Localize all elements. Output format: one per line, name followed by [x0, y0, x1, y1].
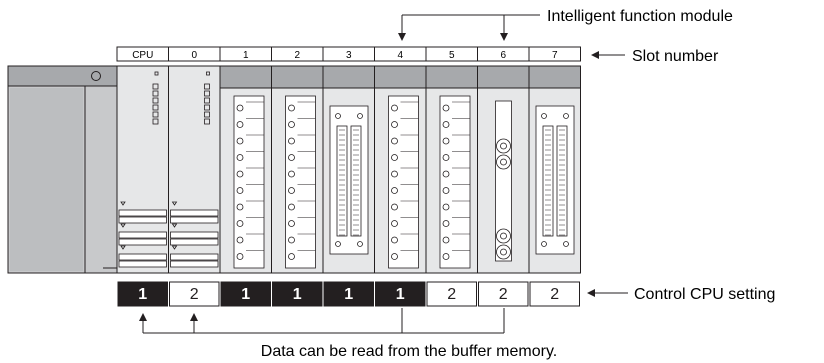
power-led-icon — [91, 71, 101, 81]
led-icon — [152, 104, 159, 111]
slot-header-cell: 5 — [425, 46, 478, 62]
control-cpu-value: 2 — [499, 286, 508, 303]
control-cpu-setting-callout: Control CPU setting — [587, 286, 775, 303]
network-port-icon — [495, 100, 512, 262]
led-icon — [204, 111, 210, 118]
slot-header-cell: 2 — [271, 46, 324, 62]
slot-label: CPU — [132, 50, 153, 61]
slot-label: 0 — [191, 50, 197, 61]
control-cpu-cell: 2 — [169, 281, 220, 307]
slot-label: 5 — [449, 50, 455, 61]
terminal-block-icon — [439, 95, 471, 269]
cpu-module — [116, 65, 169, 274]
slot-header-cell: 4 — [374, 46, 427, 62]
slot-header-cell: CPU — [116, 46, 169, 62]
slot-number-label: Slot number — [632, 48, 719, 65]
slot-label: 1 — [243, 50, 249, 61]
control-cpu-value: 1 — [396, 286, 405, 303]
slot-header-cell: 1 — [219, 46, 272, 62]
slot-header-cell: 6 — [477, 46, 530, 62]
module-rack — [116, 65, 581, 274]
connector-icon — [535, 105, 575, 255]
control-cpu-cell: 2 — [426, 281, 477, 307]
control-cpu-value: 1 — [241, 286, 250, 303]
io-module — [219, 65, 272, 274]
slot-label: 3 — [346, 50, 352, 61]
io-module — [528, 65, 581, 274]
led-icon — [204, 118, 210, 125]
slot-number-row: CPU 0 1 2 3 4 5 6 7 — [116, 46, 581, 62]
led-icon — [152, 90, 159, 97]
control-cpu-value: 2 — [190, 286, 199, 303]
io-module — [271, 65, 324, 274]
io-module — [374, 65, 427, 274]
control-cpu-cell: 1 — [220, 281, 271, 307]
control-cpu-value: 1 — [293, 286, 302, 303]
io-module — [477, 65, 530, 274]
slot-label: 7 — [552, 50, 558, 61]
connector-icon — [329, 105, 369, 255]
control-cpu-value: 1 — [344, 286, 353, 303]
io-module — [322, 65, 375, 274]
intelligent-function-module-callout: Intelligent function module — [398, 8, 733, 41]
terminal-block-icon — [285, 95, 316, 269]
slot-label: 4 — [397, 50, 403, 61]
control-cpu-value: 2 — [550, 286, 559, 303]
led-icon — [152, 118, 159, 125]
slot-header-cell: 3 — [322, 46, 375, 62]
led-icon — [152, 97, 159, 104]
power-supply-module — [7, 65, 118, 274]
io-module — [168, 65, 221, 274]
io-module — [425, 65, 478, 274]
led-icon — [152, 111, 159, 118]
buffer-memory-note: Data can be read from the buffer memory. — [261, 343, 557, 360]
led-icon — [152, 83, 159, 90]
control-cpu-setting-row: 1 2 1 1 1 1 2 2 2 — [117, 281, 580, 307]
buffer-memory-bracket: Data can be read from the buffer memory. — [139, 308, 557, 360]
slot-number-callout: Slot number — [591, 48, 719, 65]
control-cpu-value: 2 — [447, 286, 456, 303]
slot-header-cell: 0 — [168, 46, 221, 62]
slot-header-cell: 7 — [528, 46, 581, 62]
intelligent-function-module-label: Intelligent function module — [547, 8, 733, 25]
slot-label: 2 — [294, 50, 300, 61]
control-cpu-cell: 1 — [272, 281, 323, 307]
control-cpu-cell: 2 — [529, 281, 580, 307]
slot-label: 6 — [500, 50, 506, 61]
led-icon — [204, 90, 210, 97]
led-icon — [204, 97, 210, 104]
control-cpu-setting-label: Control CPU setting — [634, 286, 775, 303]
control-cpu-cell: 1 — [117, 281, 168, 307]
control-cpu-cell: 1 — [323, 281, 374, 307]
led-icon — [204, 83, 210, 90]
control-cpu-cell: 2 — [478, 281, 529, 307]
control-cpu-value: 1 — [138, 286, 147, 303]
led-icon — [204, 104, 210, 111]
terminal-block-icon — [388, 95, 419, 269]
control-cpu-cell: 1 — [375, 281, 426, 307]
terminal-block-icon — [233, 95, 265, 269]
